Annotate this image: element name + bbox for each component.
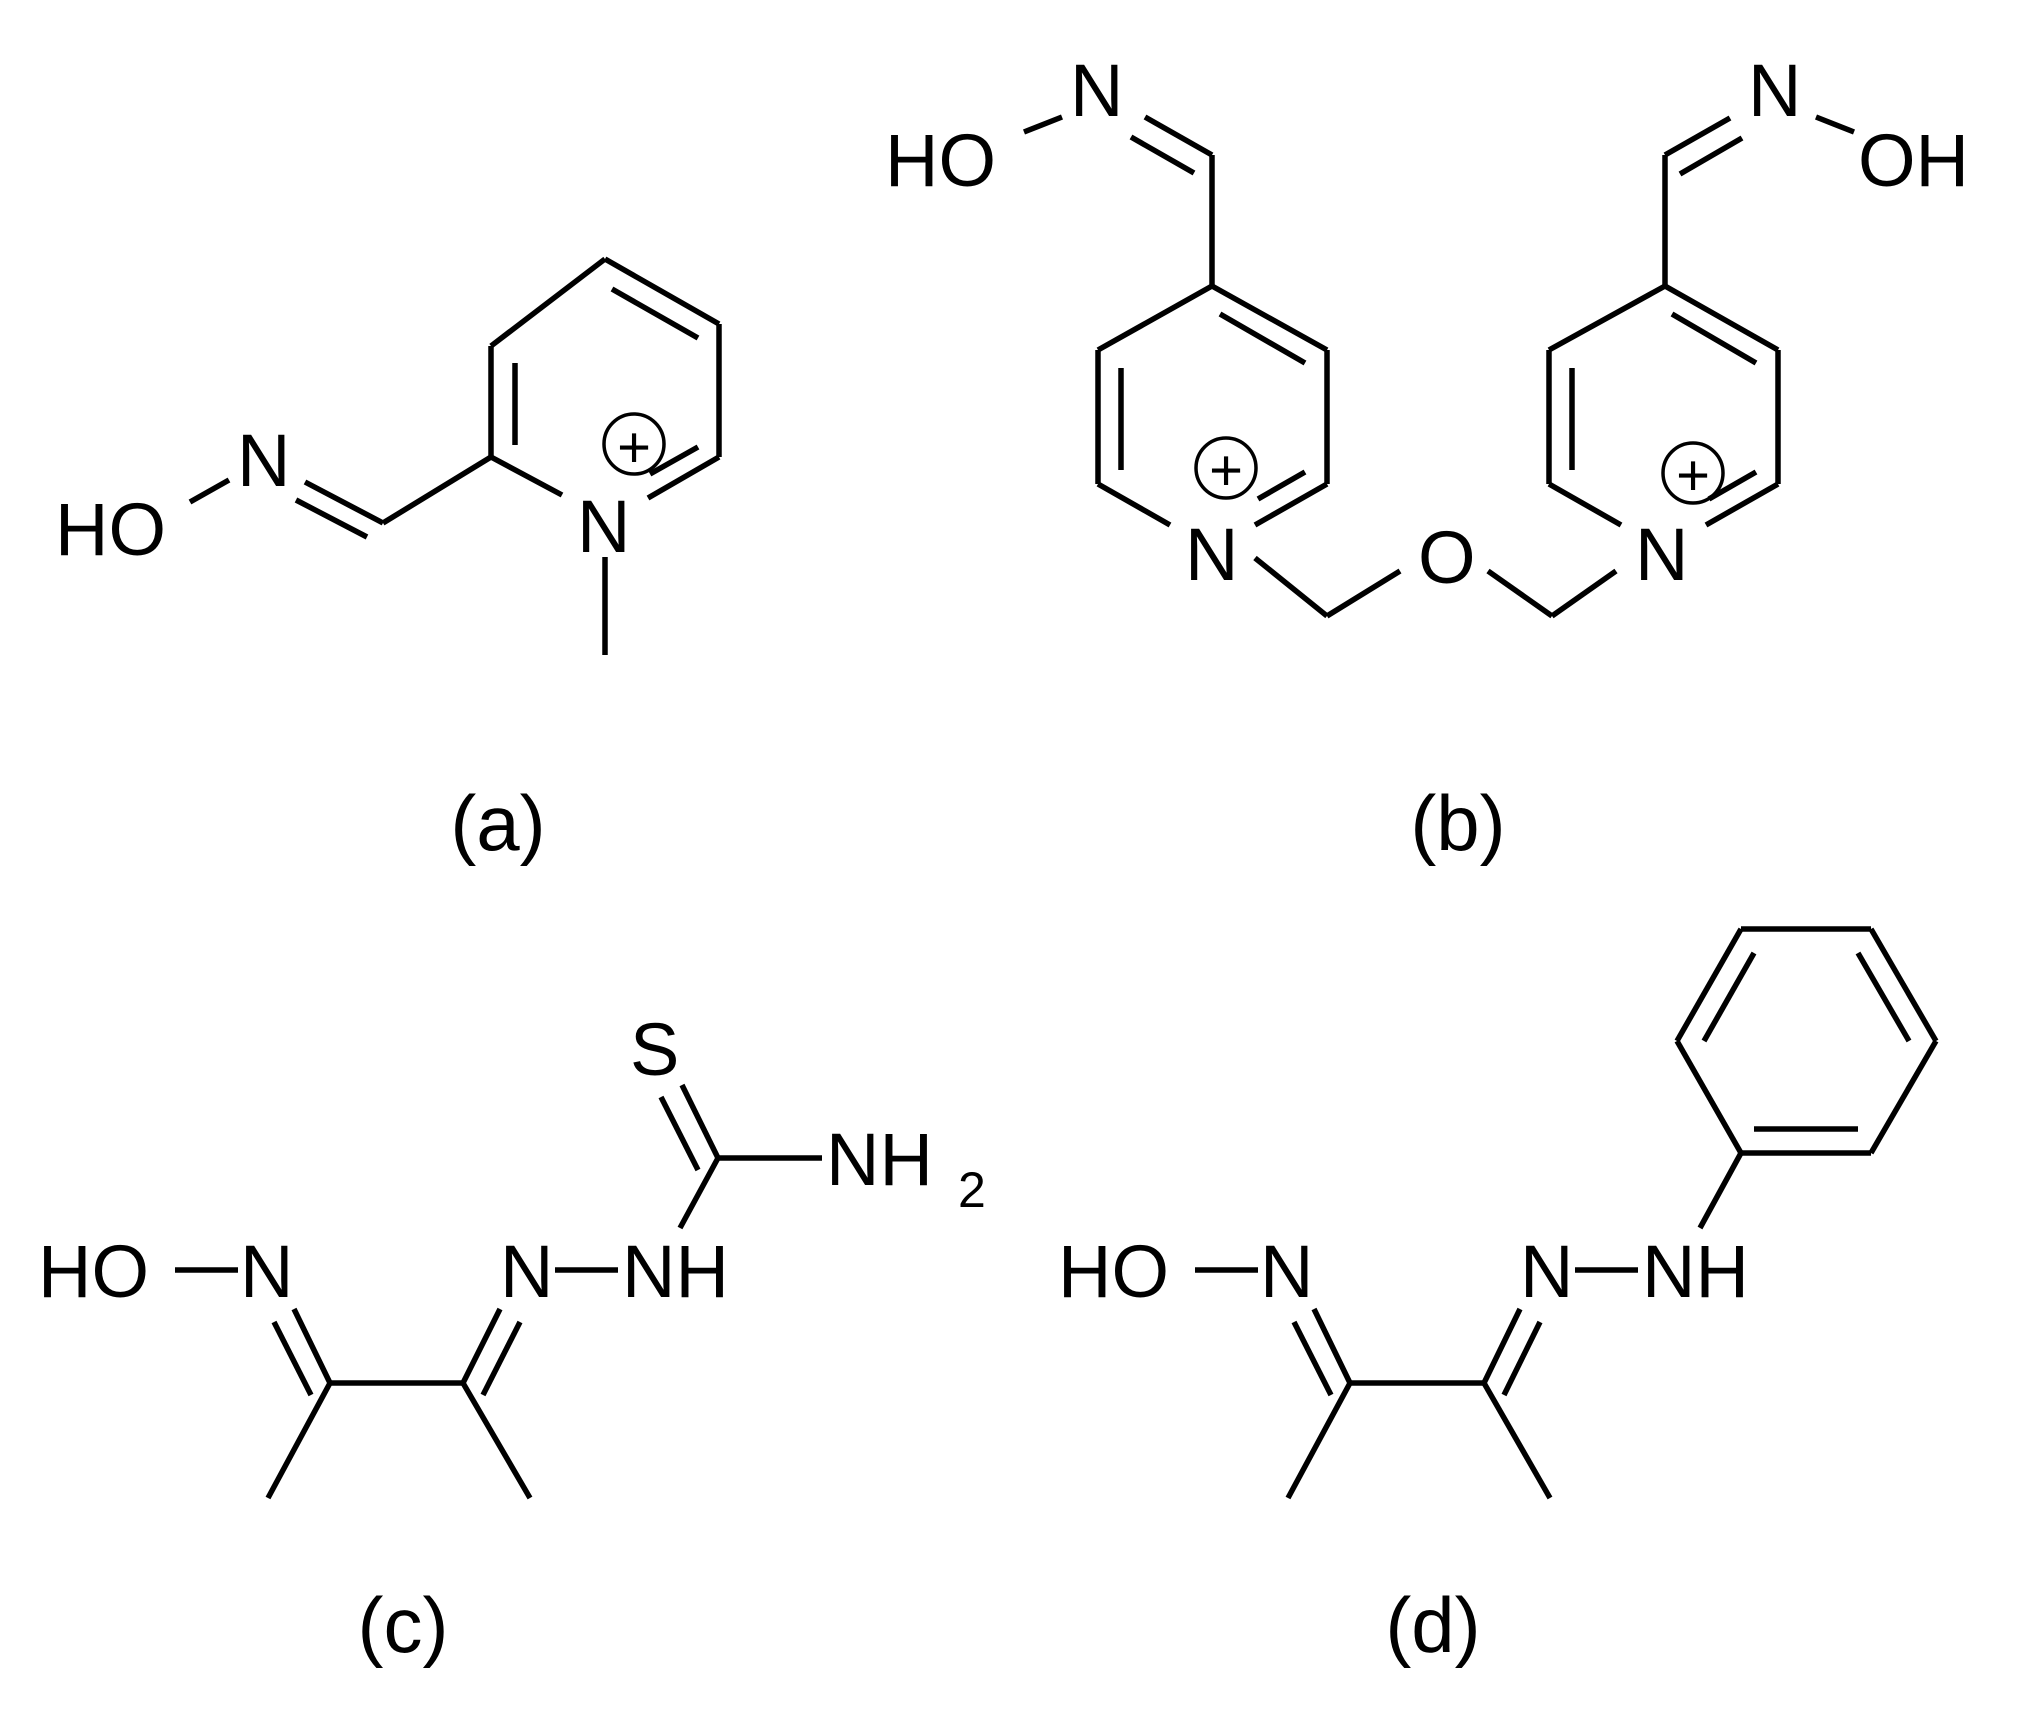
structure-b-atom-n-oxime-right: N	[1748, 49, 1801, 132]
structure-b-atom-oh-right: OH	[1858, 119, 1969, 202]
structure-c-atom-nh: NH	[622, 1230, 729, 1313]
structure-c-caption: (c)	[358, 1581, 449, 1669]
structure-c-atom-n-hydrazone: N	[500, 1230, 553, 1313]
structure-a-bonds	[188, 256, 722, 655]
structure-d-caption: (d)	[1385, 1581, 1480, 1669]
structure-b-atom-ho-left: HO	[885, 119, 996, 202]
structure-c-atom-ho: HO	[38, 1230, 149, 1313]
structure-b-atom-n-ring-left: N	[1185, 513, 1238, 596]
structure-b-bonds	[1022, 114, 1856, 619]
structure-b-atom-n-oxime-left: N	[1070, 49, 1123, 132]
structure-d-atom-n-oxime: N	[1260, 1230, 1313, 1313]
structure-c-atom-s: S	[630, 1008, 679, 1091]
structure-a-atom-n-oxime: N	[237, 419, 290, 502]
structure-a: N N HO + (a)	[55, 256, 722, 867]
structure-b-positive-charge-right: +	[1661, 441, 1725, 508]
structure-d-atom-ho: HO	[1058, 1230, 1169, 1313]
structure-b-charge-sign-right: +	[1676, 443, 1710, 508]
structure-a-positive-charge: +	[602, 412, 666, 480]
structure-c: HO N N NH S NH 2 (c)	[38, 1008, 986, 1669]
structure-d-atom-nh: NH	[1642, 1230, 1749, 1313]
structure-c-bonds	[175, 1083, 822, 1500]
structure-c-atom-nh2: NH	[826, 1118, 933, 1201]
structure-b-positive-charge-left: +	[1194, 436, 1258, 503]
structure-a-atom-n-ring: N	[577, 485, 630, 568]
structure-b-charge-sign-left: +	[1209, 438, 1243, 503]
structure-a-atom-ho: HO	[55, 488, 166, 571]
structure-d-bonds	[1195, 926, 1939, 1500]
structure-b-caption: (b)	[1410, 779, 1505, 867]
structure-a-charge-sign: +	[617, 415, 651, 480]
structure-d-atom-n-hydrazone: N	[1520, 1230, 1573, 1313]
structure-c-atom-nh2-subscript: 2	[958, 1162, 986, 1218]
structure-d: HO N N NH (d)	[1058, 926, 1939, 1669]
structure-a-caption: (a)	[450, 779, 545, 867]
structure-c-atom-n-oxime: N	[240, 1230, 293, 1313]
structure-b: N N O N HO N OH + + (b)	[885, 49, 1969, 867]
structure-b-atom-o-bridge: O	[1418, 516, 1476, 599]
structure-b-atom-n-ring-right: N	[1635, 513, 1688, 596]
